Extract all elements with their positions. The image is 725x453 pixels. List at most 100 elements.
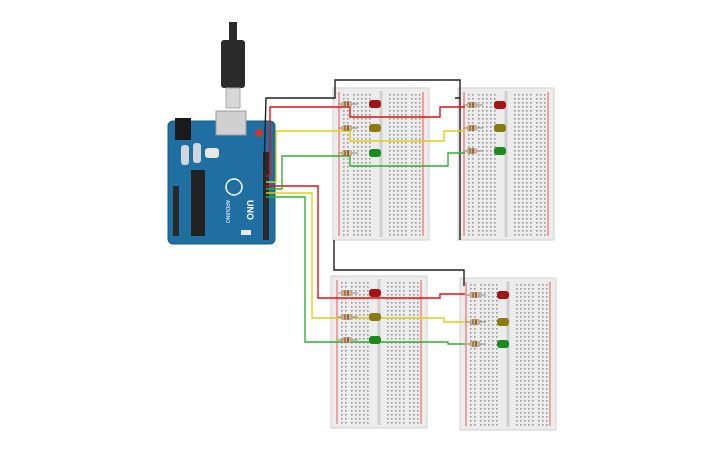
- breadboard-hole: [391, 386, 393, 388]
- breadboard-hole: [341, 422, 343, 424]
- green-led[interactable]: [494, 147, 506, 155]
- breadboard-hole: [518, 214, 520, 216]
- green-led[interactable]: [369, 336, 381, 344]
- resistor[interactable]: [341, 337, 353, 343]
- breadboard-holes[interactable]: [468, 94, 546, 236]
- led-components[interactable]: [338, 100, 509, 348]
- breadboard-hole: [399, 394, 401, 396]
- usb-cable[interactable]: [221, 22, 245, 109]
- resistor[interactable]: [466, 148, 478, 154]
- wire-black-lower[interactable]: [333, 240, 465, 286]
- breadboard-hole: [347, 214, 349, 216]
- breadboard-hole: [518, 146, 520, 148]
- resistor[interactable]: [341, 101, 353, 107]
- breadboard-hole: [538, 288, 540, 290]
- yellow-led[interactable]: [369, 313, 381, 321]
- breadboard-hole: [540, 222, 542, 224]
- wire-red-signal-2[interactable]: [266, 185, 465, 299]
- breadboard-hole: [472, 114, 474, 116]
- breadboard-hole: [347, 226, 349, 228]
- breadboard-hole: [524, 412, 526, 414]
- breadboard-hole: [524, 344, 526, 346]
- breadboard-hole: [391, 366, 393, 368]
- breadboard-hole: [520, 284, 522, 286]
- yellow-led[interactable]: [494, 124, 506, 132]
- breadboard-hole: [409, 394, 411, 396]
- red-led[interactable]: [369, 100, 381, 108]
- breadboard-hole: [403, 386, 405, 388]
- resistor[interactable]: [466, 125, 478, 131]
- breadboard-hole: [532, 424, 534, 426]
- breadboard-top-right[interactable]: [457, 87, 555, 241]
- breadboard-hole: [389, 214, 391, 216]
- breadboard-hole: [544, 150, 546, 152]
- breadboard-hole: [516, 416, 518, 418]
- red-led[interactable]: [497, 291, 509, 299]
- breadboard-holes[interactable]: [470, 284, 548, 426]
- breadboard-hole: [393, 210, 395, 212]
- breadboard-bottom-right[interactable]: [459, 277, 557, 431]
- reset-button[interactable]: [255, 129, 263, 137]
- breadboard-hole: [395, 362, 397, 364]
- breadboard-hole: [496, 356, 498, 358]
- resistor[interactable]: [469, 319, 481, 325]
- breadboard-hole: [538, 396, 540, 398]
- breadboard-hole: [478, 130, 480, 132]
- yellow-led[interactable]: [369, 124, 381, 132]
- breadboard-hole: [484, 308, 486, 310]
- resistor[interactable]: [341, 150, 353, 156]
- breadboard-hole: [413, 290, 415, 292]
- analog-pin-header[interactable]: [173, 186, 179, 236]
- green-led[interactable]: [369, 149, 381, 157]
- breadboard-hole: [538, 400, 540, 402]
- breadboard-hole: [405, 138, 407, 140]
- breadboard-hole: [347, 178, 349, 180]
- breadboard-hole: [417, 306, 419, 308]
- breadboard-hole: [538, 304, 540, 306]
- breadboard-hole: [363, 358, 365, 360]
- breadboard-hole: [393, 102, 395, 104]
- yellow-led[interactable]: [497, 318, 509, 326]
- breadboard-hole: [363, 390, 365, 392]
- breadboard-hole: [397, 134, 399, 136]
- resistor[interactable]: [469, 341, 481, 347]
- breadboard-hole: [397, 126, 399, 128]
- breadboard-bottom-left[interactable]: [330, 275, 428, 429]
- breadboard-hole: [528, 284, 530, 286]
- resistor[interactable]: [341, 290, 353, 296]
- breadboard-hole: [470, 308, 472, 310]
- digital-pin-header[interactable]: [263, 152, 269, 240]
- green-led[interactable]: [497, 340, 509, 348]
- breadboard-hole: [486, 146, 488, 148]
- resistor[interactable]: [341, 314, 353, 320]
- red-led[interactable]: [494, 101, 506, 109]
- breadboard-hole: [528, 348, 530, 350]
- breadboard-hole: [522, 230, 524, 232]
- breadboard-hole: [490, 174, 492, 176]
- wire-red-signal[interactable]: [266, 106, 465, 177]
- resistor[interactable]: [466, 102, 478, 108]
- breadboard-hole: [488, 384, 490, 386]
- wire-green-signal[interactable]: [266, 152, 465, 190]
- breadboard-hole: [389, 158, 391, 160]
- resistor[interactable]: [341, 125, 353, 131]
- breadboard-hole: [524, 288, 526, 290]
- wire-yellow-signal[interactable]: [266, 130, 465, 183]
- breadboard-top-left[interactable]: [332, 87, 430, 241]
- resistor[interactable]: [469, 292, 481, 298]
- breadboard-hole: [403, 306, 405, 308]
- breadboard-hole: [387, 314, 389, 316]
- breadboard-hole: [397, 234, 399, 236]
- breadboard-hole: [514, 182, 516, 184]
- red-led[interactable]: [369, 289, 381, 297]
- breadboard-holes[interactable]: [341, 282, 419, 424]
- breadboard-hole: [478, 234, 480, 236]
- breadboard-hole: [357, 214, 359, 216]
- breadboard-hole: [409, 422, 411, 424]
- breadboard-hole: [345, 402, 347, 404]
- breadboard-hole: [417, 366, 419, 368]
- arduino-uno-board[interactable]: UNO ARDUINO: [167, 110, 276, 245]
- breadboard-hole: [490, 98, 492, 100]
